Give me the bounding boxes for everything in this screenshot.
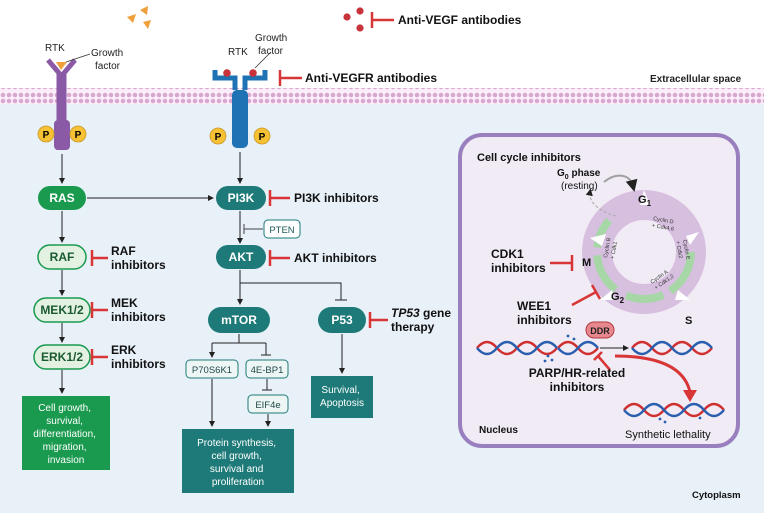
svg-text:P: P xyxy=(75,130,82,141)
mtor-node: mTOR xyxy=(208,307,270,333)
drug-tp53: TP53 gene therapy xyxy=(391,306,454,334)
vegf-ligand-icon xyxy=(343,7,364,32)
inhibitor-symbol-icon xyxy=(90,250,108,365)
p70s6k1-node: P70S6K1 xyxy=(185,359,239,379)
svg-text:Cyclin E+ Cdk2: Cyclin E+ Cdk2 xyxy=(674,239,690,261)
svg-text:4E-BP1: 4E-BP1 xyxy=(251,365,284,376)
cell-membrane xyxy=(0,88,764,104)
extracellular-label: Extracellular space xyxy=(650,74,742,85)
inhibitor-symbol-icon xyxy=(368,312,388,328)
svg-text:PI3K: PI3K xyxy=(228,191,255,205)
4ebp1-node: 4E-BP1 xyxy=(245,359,289,379)
erk-node: ERK1/2 xyxy=(33,344,91,370)
dna-strand-repaired xyxy=(631,340,713,356)
phospho-left: P P xyxy=(37,125,87,143)
eif4e-node: EIF4e xyxy=(247,394,289,414)
phase-m: M xyxy=(582,257,591,269)
svg-text:DDR: DDR xyxy=(590,326,610,336)
raf-node: RAF xyxy=(37,244,87,270)
p53-node: P53 xyxy=(318,307,366,333)
svg-text:ERK1/2: ERK1/2 xyxy=(41,350,83,364)
svg-text:Protein synthesis, cell: Protein synthesis, cell growth, survival… xyxy=(197,438,279,488)
drug-akt: AKT inhibitors xyxy=(294,251,377,265)
svg-text:P70S6K1: P70S6K1 xyxy=(192,365,232,376)
svg-text:EIF4e: EIF4e xyxy=(255,400,280,411)
svg-text:AKT: AKT xyxy=(229,250,254,264)
g0-phase-label: G0 phase (resting) xyxy=(557,168,603,192)
rtk-receptor-right xyxy=(212,69,268,148)
phase-g2: G2 xyxy=(611,291,625,305)
svg-text:P53: P53 xyxy=(331,313,353,327)
svg-text:P: P xyxy=(215,132,222,143)
p53-outcome-box: Survival, Apoptosis xyxy=(311,376,373,418)
growth-factor-icon xyxy=(127,6,151,29)
phase-g1: G1 xyxy=(638,194,652,208)
drug-anti-vegfr: Anti-VEGFR antibodies xyxy=(305,71,437,85)
inhibitor-symbol-icon xyxy=(278,70,302,86)
cell-cycle-ring xyxy=(582,190,706,314)
dna-fragments-2 xyxy=(658,416,702,424)
cell-cycle-title: Cell cycle inhibitors xyxy=(477,152,581,164)
dna-strand-broken xyxy=(476,340,558,356)
dna-strand-mid xyxy=(557,340,599,356)
nucleus-label: Nucleus xyxy=(479,425,518,436)
drug-pi3k: PI3K inhibitors xyxy=(294,191,379,205)
pi3k-node: PI3K xyxy=(216,186,266,210)
svg-text:P: P xyxy=(43,130,50,141)
akt-node: AKT xyxy=(216,245,266,269)
svg-text:mTOR: mTOR xyxy=(221,313,257,327)
svg-text:Cyclin B+ Cdk1: Cyclin B+ Cdk1 xyxy=(603,237,619,259)
dna-fragments xyxy=(543,334,576,363)
inhibitor-symbol-icon xyxy=(550,255,574,271)
inhibitor-symbol-icon xyxy=(370,12,394,28)
svg-text:Cell growth, survival,: Cell growth, survival, differentiation, … xyxy=(33,403,98,466)
pten-node: PTEN xyxy=(263,219,301,239)
inhibitor-symbol-icon xyxy=(268,250,290,266)
ras-node: RAS xyxy=(38,186,86,210)
mtor-outcome-box: Protein synthesis, cell growth, survival… xyxy=(182,429,294,493)
mek-node: MEK1/2 xyxy=(33,297,91,323)
svg-text:P: P xyxy=(259,132,266,143)
svg-text:PTEN: PTEN xyxy=(269,225,294,236)
inhibitor-symbol-icon xyxy=(268,190,290,206)
svg-text:MEK1/2: MEK1/2 xyxy=(40,303,84,317)
ddr-node: DDR xyxy=(585,321,615,339)
svg-text:RAF: RAF xyxy=(50,250,75,264)
inhibitor-symbol-icon xyxy=(571,284,602,307)
cytoplasm-label: Cytoplasm xyxy=(692,490,741,501)
dna-strand-lethal xyxy=(623,402,725,418)
extracellular-region xyxy=(0,0,764,88)
drug-anti-vegf: Anti-VEGF antibodies xyxy=(398,13,522,27)
phase-s: S xyxy=(685,315,692,327)
svg-text:Cyclin D+ Cdk4,6: Cyclin D+ Cdk4,6 xyxy=(651,216,675,233)
rtk-label-2: RTK xyxy=(228,47,248,58)
synthetic-lethality-arrow xyxy=(614,354,692,393)
rtk-receptor-left xyxy=(46,58,77,150)
inhibitor-symbol-icon xyxy=(593,351,611,371)
synthetic-lethality-label: Synthetic lethality xyxy=(625,429,711,441)
phospho-right: P P xyxy=(209,127,271,145)
mapk-outcome-box: Cell growth, survival, differentiation, … xyxy=(22,396,110,470)
svg-text:Survival, Apoptosis: Survival, Apoptosis xyxy=(320,385,364,409)
rtk-label: RTK xyxy=(45,43,65,54)
svg-text:RAS: RAS xyxy=(49,191,74,205)
